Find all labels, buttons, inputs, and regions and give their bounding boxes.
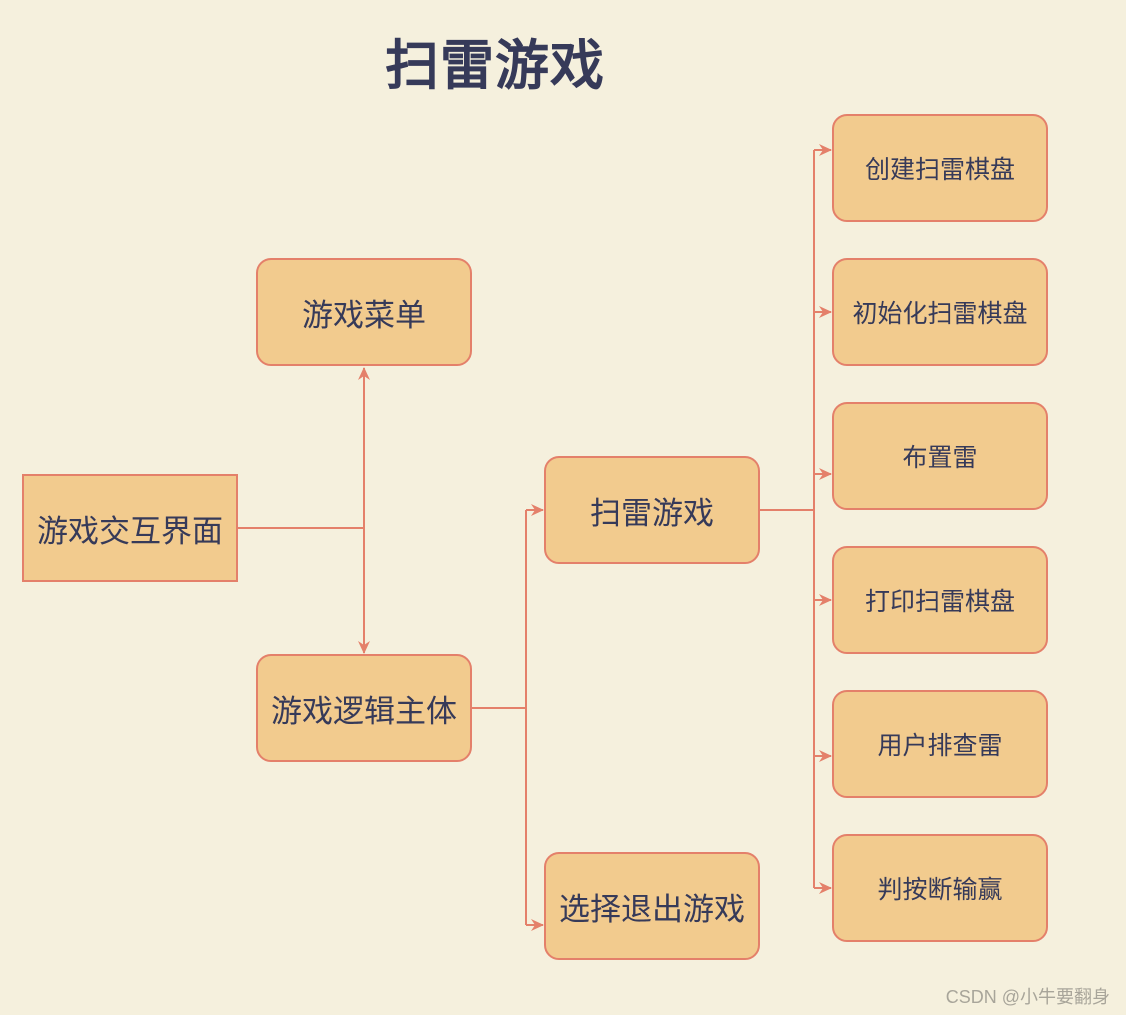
diagram-title: 扫雷游戏 — [385, 34, 605, 97]
node-init-board: 初始化扫雷棋盘 — [832, 258, 1048, 366]
node-menu: 游戏菜单 — [256, 258, 472, 366]
node-exit: 选择退出游戏 — [544, 852, 760, 960]
node-judge-win: 判按断输赢 — [832, 834, 1048, 942]
node-game: 扫雷游戏 — [544, 456, 760, 564]
node-logic: 游戏逻辑主体 — [256, 654, 472, 762]
node-interface: 游戏交互界面 — [22, 474, 238, 582]
node-create-board: 创建扫雷棋盘 — [832, 114, 1048, 222]
watermark: CSDN @小牛要翻身 — [945, 987, 1110, 1007]
node-user-check: 用户排查雷 — [832, 690, 1048, 798]
node-print-board: 打印扫雷棋盘 — [832, 546, 1048, 654]
node-place-mines: 布置雷 — [832, 402, 1048, 510]
